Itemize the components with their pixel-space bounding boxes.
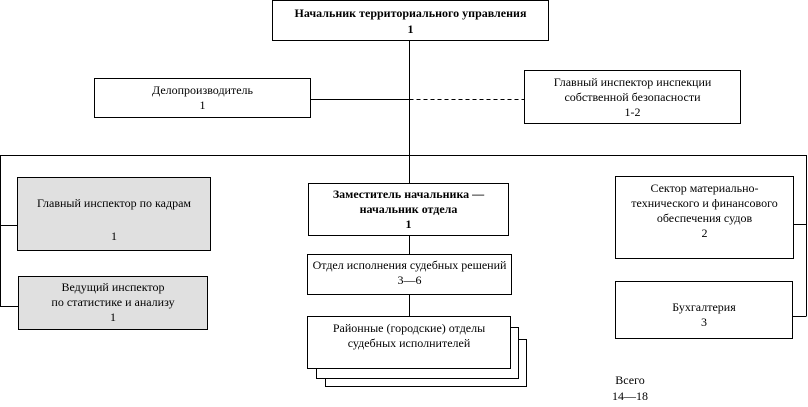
logistics-box: Сектор материально- технического и финан… <box>615 176 794 259</box>
security-title-line2: собственной безопасности <box>564 90 701 104</box>
total-label: Всего <box>615 373 645 387</box>
security-box: Главный инспектор инспекции собственной … <box>524 70 741 124</box>
head-box: Начальник территориального управления 1 <box>272 0 549 41</box>
logistics-title-line1: Сектор материально- <box>650 181 759 195</box>
horizontal-bus-line <box>0 155 807 317</box>
enforcement-title: Отдел исполнения судебных решений <box>312 258 507 272</box>
clerk-count: 1 <box>199 98 206 112</box>
stats-title-line2: по статистике и анализу <box>51 295 175 309</box>
accounting-count: 3 <box>701 315 707 329</box>
logistics-title-line3: обеспечения судов <box>656 211 753 225</box>
deputy-box: Заместитель начальника — начальник отдел… <box>308 183 509 236</box>
deputy-title-line1: Заместитель начальника — <box>332 187 485 201</box>
total-summary: Всего 14—18 <box>600 372 660 404</box>
enforcement-count: 3—6 <box>397 273 422 287</box>
logistics-title-line2: технического и финансового <box>631 196 778 210</box>
head-count: 1 <box>407 22 414 36</box>
total-count: 14—18 <box>612 389 648 403</box>
district-title-line1: Районные (городские) отделы <box>332 321 486 335</box>
hr-title: Главный инспектор по кадрам <box>36 196 192 210</box>
hr-count: 1 <box>111 229 117 243</box>
logistics-count: 2 <box>701 226 708 240</box>
accounting-box: Бухгалтерия 3 <box>615 281 793 339</box>
stats-count: 1 <box>110 310 116 324</box>
security-title-line1: Главный инспектор инспекции <box>553 75 712 89</box>
deputy-title-line2: начальник отдела <box>359 202 458 216</box>
district-box: Районные (городские) отделы судебных исп… <box>307 316 511 369</box>
accounting-title: Бухгалтерия <box>672 300 736 314</box>
stats-box: Ведущий инспектор по статистике и анализ… <box>18 276 208 330</box>
district-title-line2: судебных исполнителей <box>347 336 471 350</box>
head-title: Начальник территориального управления <box>294 6 527 20</box>
stats-title-line1: Ведущий инспектор <box>61 280 165 294</box>
enforcement-box: Отдел исполнения судебных решений 3—6 <box>307 254 512 295</box>
security-count: 1-2 <box>624 105 641 119</box>
clerk-box: Делопроизводитель 1 <box>94 78 311 118</box>
hr-box: Главный инспектор по кадрам 1 <box>17 177 211 251</box>
clerk-title: Делопроизводитель <box>151 83 254 97</box>
deputy-count: 1 <box>405 217 412 231</box>
